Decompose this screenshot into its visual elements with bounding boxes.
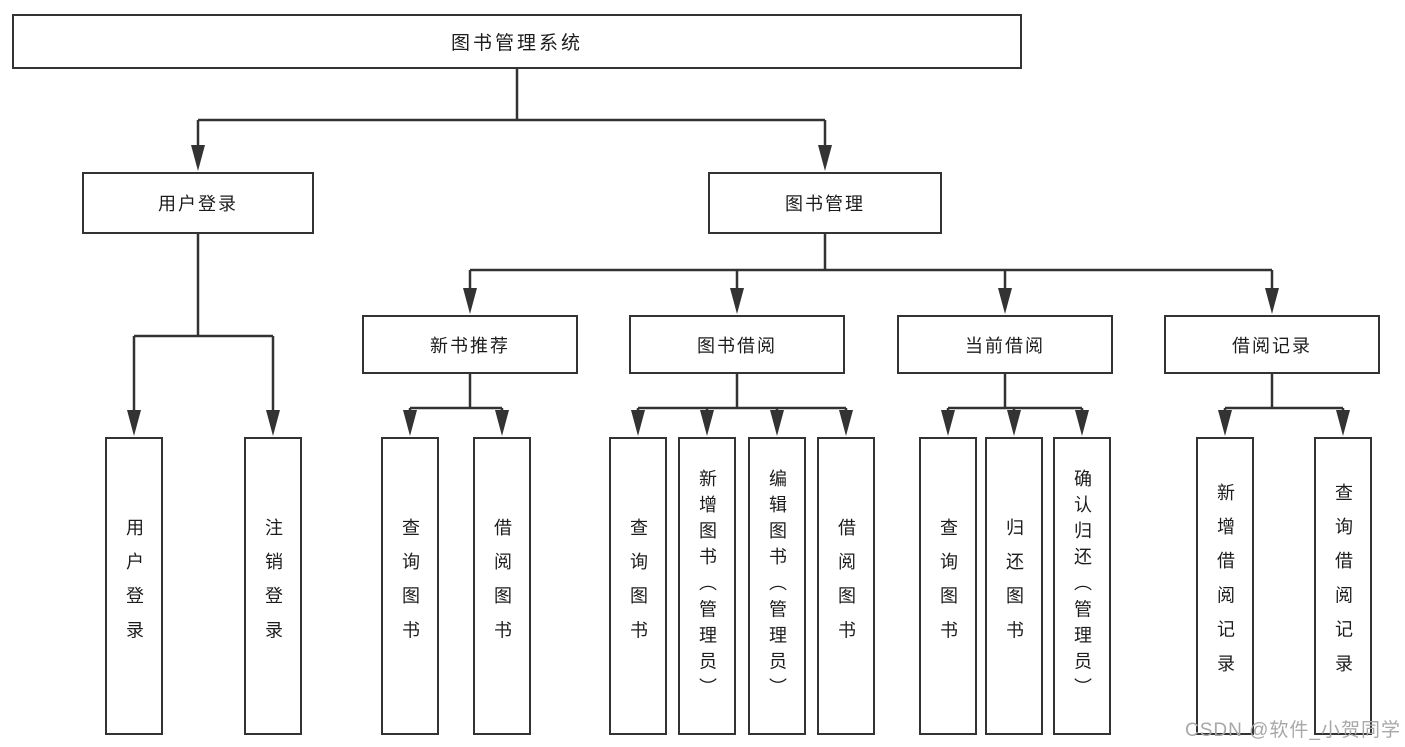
- arrow-icon: [1218, 410, 1232, 436]
- node-book-borrow: 图书借阅: [629, 315, 845, 374]
- node-book-management: 图书管理: [708, 172, 942, 234]
- arrow-icon: [495, 410, 509, 436]
- arrow-icon: [463, 288, 477, 314]
- leaf-edit-book-admin: 编辑图书（管理员）: [748, 437, 806, 735]
- arrow-icon: [191, 145, 205, 171]
- connector-borrow-record-children: [1223, 374, 1345, 417]
- leaf-add-borrow-record: 新增借阅记录: [1196, 437, 1254, 735]
- node-new-book-recommend: 新书推荐: [362, 315, 578, 374]
- arrow-icon: [839, 410, 853, 436]
- leaf-logout: 注销登录: [244, 437, 302, 735]
- arrow-icon: [730, 288, 744, 314]
- node-current-borrow: 当前借阅: [897, 315, 1113, 374]
- leaf-query-book-current: 查询图书: [919, 437, 977, 735]
- arrow-icon: [1265, 288, 1279, 314]
- leaf-query-borrow-record: 查询借阅记录: [1314, 437, 1372, 735]
- leaf-return-book: 归还图书: [985, 437, 1043, 735]
- connector-book-management-children: [468, 234, 1274, 295]
- arrow-icon: [1007, 410, 1021, 436]
- arrow-icon: [1075, 410, 1089, 436]
- connector-book-borrow-children: [636, 374, 848, 417]
- arrow-icon: [700, 410, 714, 436]
- arrow-icon: [1336, 410, 1350, 436]
- arrow-icon: [127, 410, 141, 436]
- leaf-borrow-book-recommend: 借阅图书: [473, 437, 531, 735]
- arrow-icon: [941, 410, 955, 436]
- node-library-management-system: 图书管理系统: [12, 14, 1022, 69]
- node-borrow-record: 借阅记录: [1164, 315, 1380, 374]
- arrow-icon: [818, 145, 832, 171]
- arrow-icon: [770, 410, 784, 436]
- csdn-watermark: CSDN @软件_小贺同学: [1185, 720, 1401, 741]
- leaf-borrow-book: 借阅图书: [817, 437, 875, 735]
- leaf-query-book-borrow: 查询图书: [609, 437, 667, 735]
- node-user-login: 用户登录: [82, 172, 314, 234]
- leaf-query-book-recommend: 查询图书: [381, 437, 439, 735]
- connector-new-book-recommend-children: [408, 374, 504, 417]
- arrowheads: [127, 145, 1350, 436]
- leaf-user-login: 用户登录: [105, 437, 163, 735]
- arrow-icon: [631, 410, 645, 436]
- leaf-add-book-admin: 新增图书（管理员）: [678, 437, 736, 735]
- arrow-icon: [403, 410, 417, 436]
- connector-user-login-children: [132, 234, 275, 417]
- connector-root-to-level2: [196, 69, 827, 152]
- arrow-icon: [266, 410, 280, 436]
- arrow-icon: [998, 288, 1012, 314]
- leaf-confirm-return-admin: 确认归还（管理员）: [1053, 437, 1111, 735]
